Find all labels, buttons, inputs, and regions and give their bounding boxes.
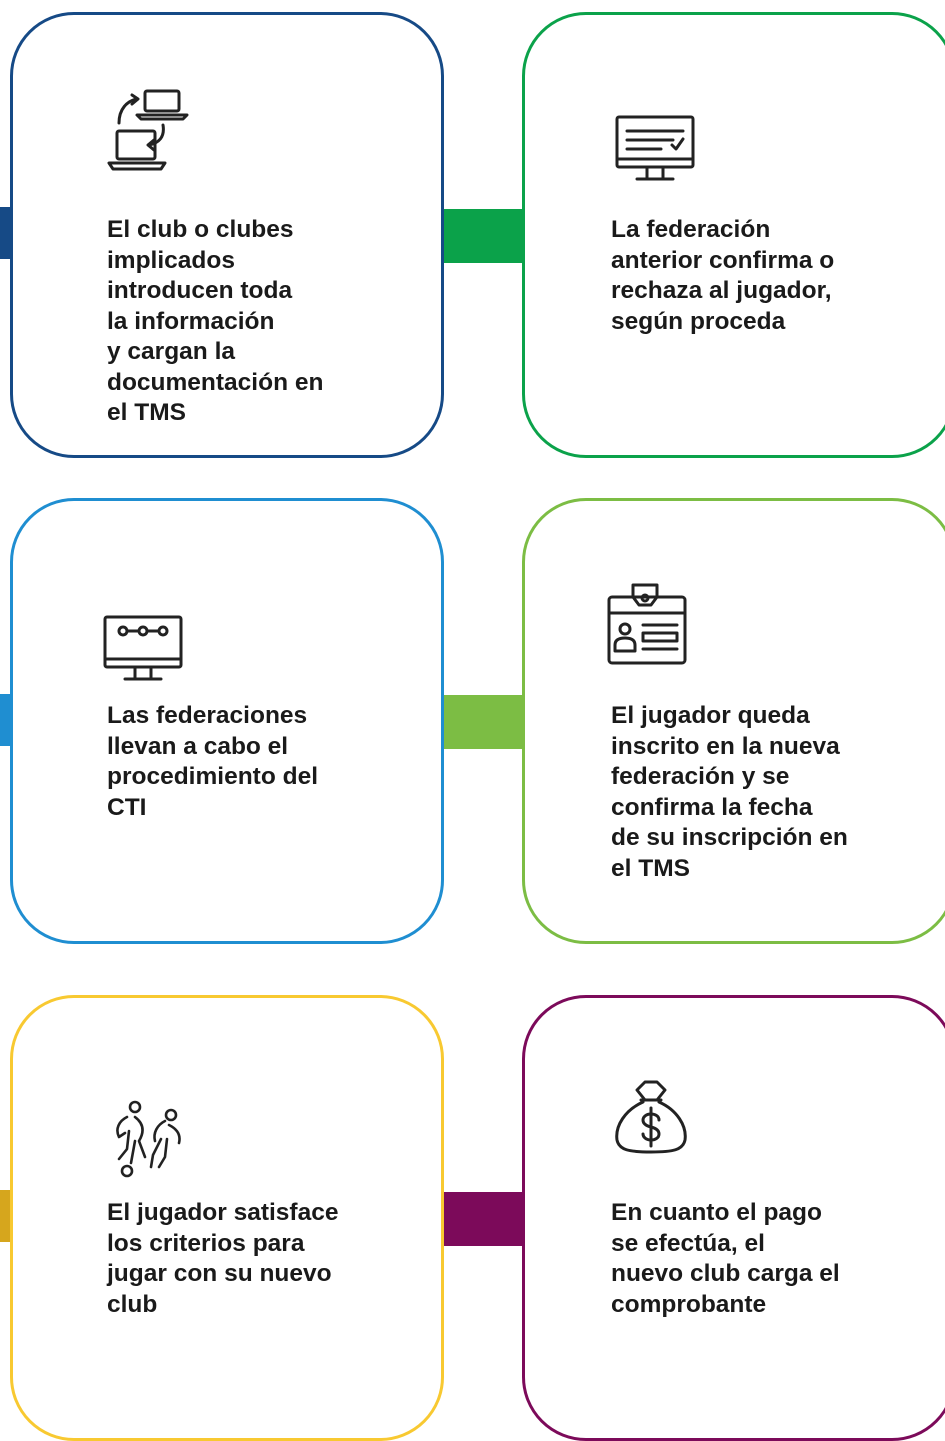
step-6-text: En cuanto el pago se efectúa, el nuevo c…	[611, 1199, 840, 1318]
step-card-3: Las federaciones llevan a cabo el proced…	[10, 498, 444, 944]
step-card-2: La federación anterior confirma o rechaz…	[522, 12, 945, 458]
id-badge-icon	[607, 581, 691, 671]
connector-bar-6	[444, 1192, 528, 1246]
step-2-text: La federación anterior confirma o rechaz…	[611, 216, 835, 335]
step-4-text: El jugador queda inscrito en la nueva fe…	[611, 702, 848, 882]
monitor-checklist-icon	[615, 105, 701, 195]
step-card-5: El jugador satisface los criterios para …	[10, 995, 444, 1441]
laptops-transfer-icon	[105, 85, 189, 175]
money-bag-icon	[611, 1080, 695, 1170]
step-1-text: El club o clubes implicados introducen t…	[107, 216, 324, 426]
step-5-text: El jugador satisface los criterios para …	[107, 1199, 339, 1318]
connector-bar-2	[444, 209, 528, 263]
connector-bar-4	[444, 695, 528, 749]
step-card-6: En cuanto el pago se efectúa, el nuevo c…	[522, 995, 945, 1441]
step-card-4: El jugador queda inscrito en la nueva fe…	[522, 498, 945, 944]
step-card-1: El club o clubes implicados introducen t…	[10, 12, 444, 458]
step-3-text: Las federaciones llevan a cabo el proced…	[107, 702, 319, 821]
soccer-players-icon	[105, 1094, 189, 1184]
monitor-process-icon	[103, 605, 189, 695]
